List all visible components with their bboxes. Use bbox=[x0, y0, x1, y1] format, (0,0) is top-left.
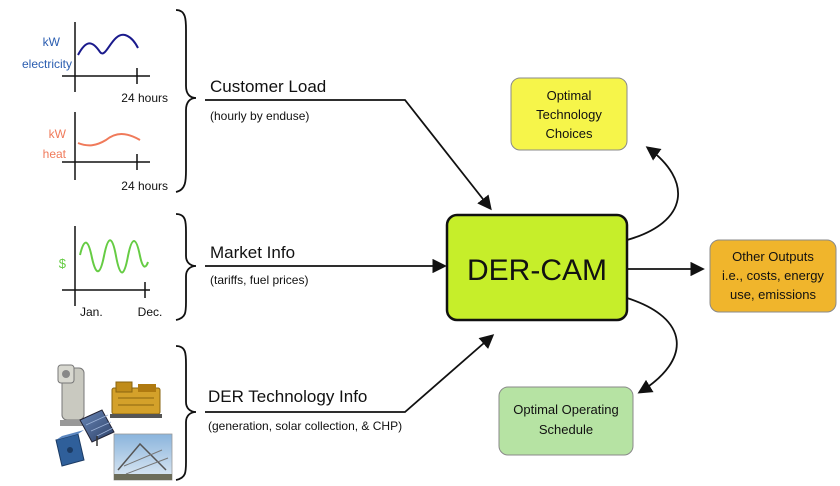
brace-customer-load bbox=[175, 9, 197, 193]
schedule-line-2: Schedule bbox=[539, 422, 593, 437]
market-x-label-left: Jan. bbox=[80, 305, 103, 319]
der-tech-title: DER Technology Info bbox=[208, 387, 367, 406]
electricity-load-curve bbox=[77, 33, 139, 56]
other-outputs-line-2: i.e., costs, energy bbox=[722, 268, 824, 283]
electricity-y-label-top: kW bbox=[43, 35, 61, 49]
schedule-line-1: Optimal Operating bbox=[513, 402, 619, 417]
tech-choices-line-2: Technology bbox=[536, 107, 602, 122]
heat-load-chart: kW heat 24 hours bbox=[43, 112, 168, 193]
market-x-label-right: Dec. bbox=[138, 305, 163, 319]
customer-load-subtitle: (hourly by enduse) bbox=[210, 109, 309, 123]
heat-y-label-top: kW bbox=[49, 127, 67, 141]
brace-der-tech bbox=[175, 345, 197, 481]
solar-concentrator-icon bbox=[113, 433, 173, 481]
der-technology-images bbox=[55, 364, 173, 481]
market-info-subtitle: (tariffs, fuel prices) bbox=[210, 273, 308, 287]
tech-choices-box: Optimal Technology Choices bbox=[510, 77, 628, 151]
der-cam-box: DER-CAM bbox=[445, 213, 629, 322]
solar-panel-icon bbox=[79, 409, 115, 446]
electricity-x-label: 24 hours bbox=[121, 91, 168, 105]
other-outputs-box: Other Outputs i.e., costs, energy use, e… bbox=[709, 239, 837, 313]
fuel-cell-icon bbox=[57, 364, 86, 426]
der-tech-arrow bbox=[205, 334, 495, 413]
generator-icon bbox=[110, 381, 162, 418]
other-outputs-line-3: use, emissions bbox=[730, 287, 816, 302]
other-outputs-line-1: Other Outputs bbox=[732, 249, 814, 264]
heat-y-label-bottom: heat bbox=[43, 147, 67, 161]
tech-choices-line-1: Optimal bbox=[547, 88, 592, 103]
tech-choices-arrow bbox=[626, 146, 679, 241]
market-info-title: Market Info bbox=[210, 243, 295, 262]
electricity-load-chart: kW electricity 24 hours bbox=[22, 22, 168, 105]
brace-market-info bbox=[175, 213, 197, 321]
market-price-chart: $ Jan. Dec. bbox=[59, 226, 163, 319]
schedule-box: Optimal Operating Schedule bbox=[498, 386, 634, 456]
customer-load-arrow bbox=[205, 99, 492, 211]
market-price-curve bbox=[79, 239, 149, 274]
battery-icon bbox=[55, 430, 85, 467]
schedule-arrow bbox=[626, 297, 678, 394]
tech-choices-line-3: Choices bbox=[546, 126, 593, 141]
der-cam-label: DER-CAM bbox=[467, 254, 607, 287]
electricity-y-label-bottom: electricity bbox=[22, 57, 72, 71]
heat-load-curve bbox=[77, 133, 141, 147]
der-tech-subtitle: (generation, solar collection, & CHP) bbox=[208, 419, 402, 433]
heat-x-label: 24 hours bbox=[121, 179, 168, 193]
customer-load-title: Customer Load bbox=[210, 77, 326, 96]
market-y-label: $ bbox=[59, 256, 67, 271]
